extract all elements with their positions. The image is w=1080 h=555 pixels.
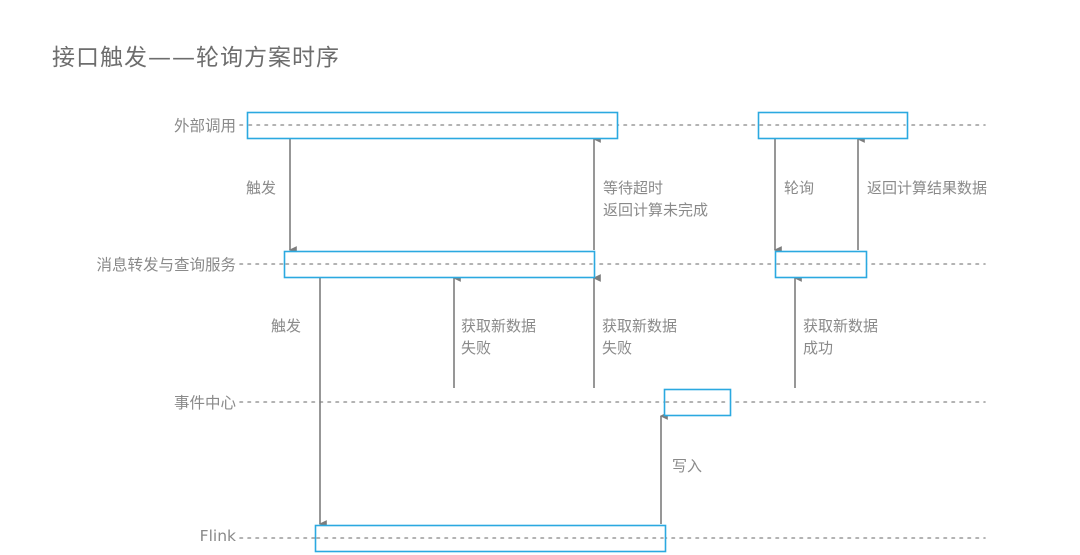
- message-label-3-line-1: 轮询: [784, 179, 815, 197]
- lifeline-label-2: 消息转发与查询服务: [96, 256, 236, 274]
- message-label-8-line-2: 成功: [803, 339, 834, 357]
- page-title: 接口触发——轮询方案时序: [52, 45, 340, 71]
- activations-group: [246, 111, 909, 553]
- message-label-9: 写入: [672, 455, 702, 477]
- lifeline-label-3: 事件中心: [173, 394, 236, 412]
- message-label-1-line-1: 触发: [246, 179, 277, 197]
- message-label-8-line-1: 获取新数据: [803, 317, 879, 335]
- message-label-5-line-1: 触发: [271, 317, 302, 335]
- message-label-4: 返回计算结果数据: [867, 177, 987, 199]
- message-label-6: 获取新数据失败: [461, 315, 536, 359]
- message-label-6-line-2: 失败: [461, 339, 492, 357]
- message-label-7: 获取新数据失败: [602, 315, 677, 359]
- message-label-6-line-1: 获取新数据: [461, 317, 537, 335]
- message-label-7-line-2: 失败: [602, 339, 633, 357]
- message-label-1: 触发: [246, 177, 276, 199]
- message-label-2-line-2: 返回计算未完成: [603, 201, 709, 219]
- message-label-3: 轮询: [784, 177, 814, 199]
- message-label-5: 触发: [271, 315, 301, 337]
- lifeline-label-4: Flink: [199, 527, 236, 545]
- message-label-9-line-1: 写入: [672, 457, 703, 475]
- message-label-4-line-1: 返回计算结果数据: [867, 179, 988, 197]
- message-label-2: 等待超时返回计算未完成: [603, 177, 708, 221]
- activation-box-4: [774, 250, 868, 279]
- message-label-2-line-1: 等待超时: [603, 179, 664, 197]
- message-label-7-line-1: 获取新数据: [602, 317, 678, 335]
- messages-group: [288, 135, 865, 528]
- message-label-8: 获取新数据成功: [803, 315, 878, 359]
- lifeline-label-1: 外部调用: [173, 117, 236, 135]
